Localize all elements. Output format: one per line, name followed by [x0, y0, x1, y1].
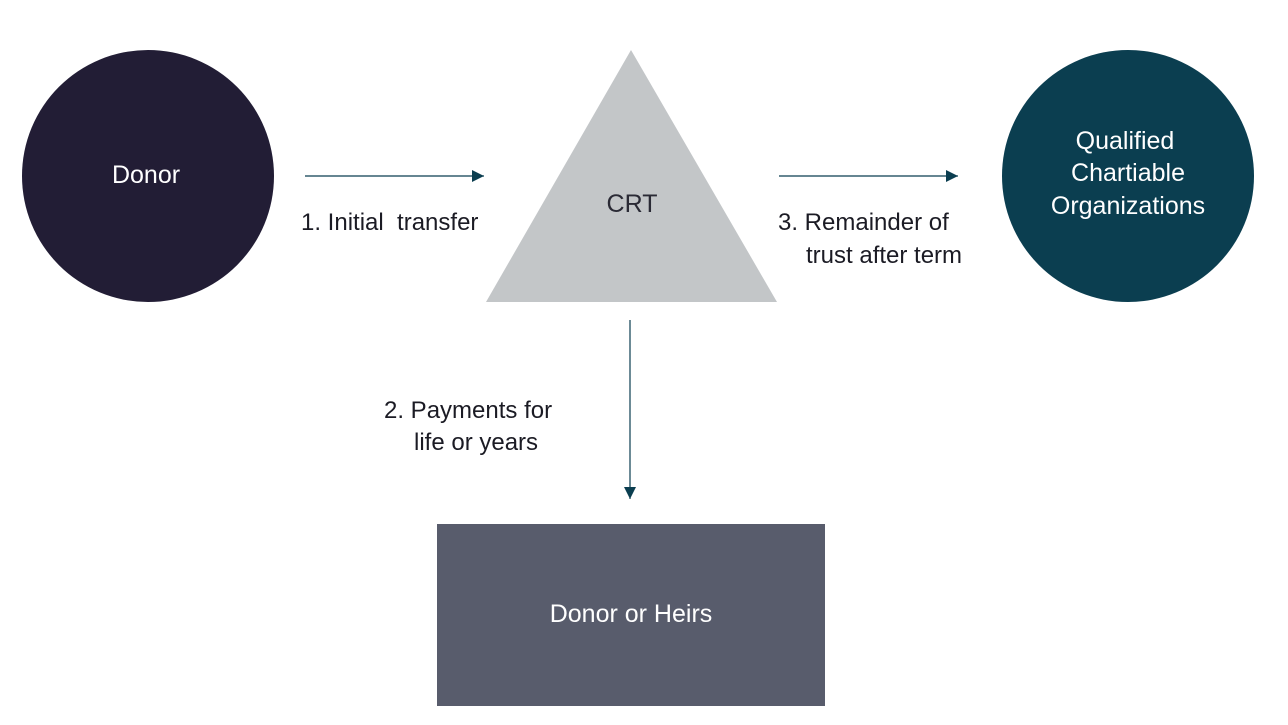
- heirs-node: [437, 524, 825, 706]
- payments-label-line-2: life or years: [414, 429, 538, 456]
- donor-node: [22, 50, 274, 302]
- charity-label-line-2: Chartiable: [1071, 159, 1185, 187]
- remainder-label-line-2: trust after term: [806, 242, 962, 269]
- crt-label: CRT: [607, 190, 658, 218]
- remainder-label-line-1: 3. Remainder of: [778, 209, 949, 236]
- charity-node: [1002, 50, 1254, 302]
- charity-label-line-1: Qualified: [1076, 127, 1175, 155]
- charity-label-line-3: Organizations: [1051, 192, 1205, 220]
- donor-label: Donor: [112, 161, 180, 189]
- heirs-label: Donor or Heirs: [550, 600, 713, 628]
- payments-label-line-1: 2. Payments for: [384, 397, 552, 424]
- crt-node: [486, 50, 777, 302]
- transfer-label: 1. Initial transfer: [301, 209, 478, 236]
